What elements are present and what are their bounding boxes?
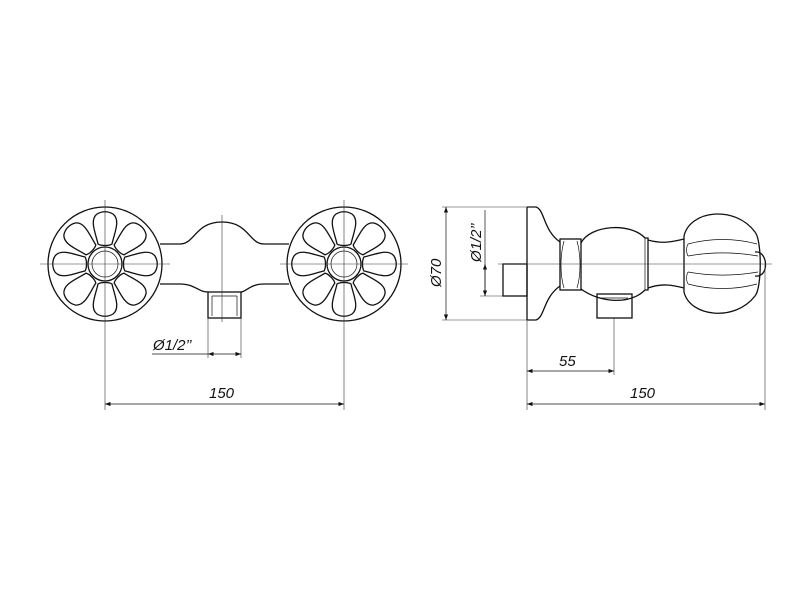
handle-petal [122, 251, 158, 277]
handle-petal [331, 281, 357, 317]
handle-petal [302, 222, 336, 256]
center-distance-label: 150 [209, 385, 235, 402]
inlet-pipe [502, 263, 528, 297]
handle-petal [63, 222, 97, 256]
inlet-diameter-label: Ø1/2’’ [468, 223, 485, 263]
side-view: Ø70 Ø1/2’’ 55 150 [428, 206, 772, 410]
front-view: Ø1/2’’ 150 [40, 200, 408, 410]
valve-body [580, 227, 685, 302]
handle-petal [291, 251, 327, 277]
total-depth-label: 150 [630, 385, 656, 402]
hex-nut [559, 238, 582, 291]
wall-plate [526, 206, 561, 321]
handle-petal [52, 251, 88, 277]
handle-petal [92, 281, 118, 317]
outlet-thread [596, 293, 633, 319]
handle-petal [63, 272, 97, 306]
outlet-thread [207, 291, 242, 319]
handle-petal [113, 272, 147, 306]
handle-petal [361, 251, 397, 277]
handle-petal [352, 222, 386, 256]
handle-petal [331, 211, 357, 247]
plate-diameter-label: Ø70 [428, 258, 445, 288]
handle-petal [113, 222, 147, 256]
outlet-offset-label: 55 [559, 353, 576, 370]
handle-petal [92, 211, 118, 247]
outlet-diameter-label: Ø1/2’’ [152, 337, 192, 354]
handle-petal [352, 272, 386, 306]
handle-petal [302, 272, 336, 306]
crystal-knob [683, 213, 767, 314]
mixer-body [160, 221, 289, 293]
